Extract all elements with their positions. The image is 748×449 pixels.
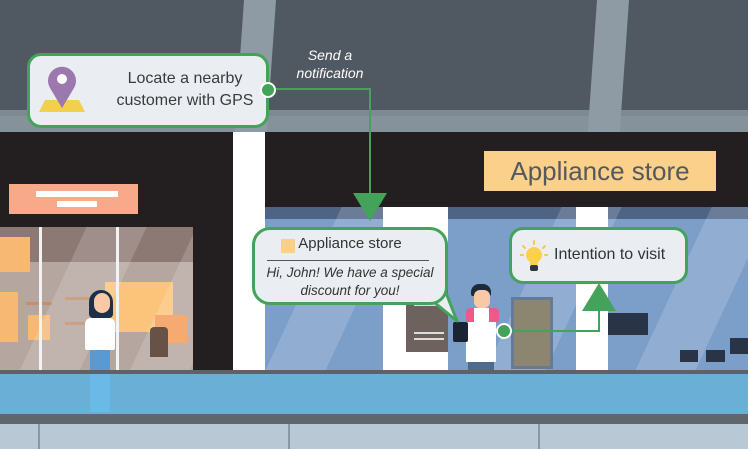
intention-text: Intention to visit: [554, 246, 666, 263]
woman-shirt: [85, 318, 115, 350]
railing-bottom: [0, 414, 748, 424]
connector-line: [369, 88, 371, 196]
locate-line2: customer with GPS: [116, 92, 254, 109]
notification-body: Hi, John! We have a special discount for…: [255, 264, 445, 300]
intention-callout: Intention to visit: [509, 227, 688, 284]
locate-line1: Locate a nearby: [127, 70, 243, 87]
man-sleeve: [466, 308, 474, 322]
railing-top: [0, 370, 748, 374]
boutique-sign-line: [57, 201, 97, 207]
boutique-display: [0, 237, 30, 272]
connector-dot: [260, 82, 276, 98]
send-label-line1: Send a: [307, 47, 353, 63]
poster-line: [414, 338, 444, 340]
mannequin: [150, 327, 168, 357]
floor: [0, 424, 748, 449]
connector-line: [268, 88, 371, 90]
fridge: [511, 297, 553, 369]
shelf: [65, 297, 105, 300]
notification-body-line1: Hi, John! We have a special: [266, 265, 434, 280]
floor-tile-line: [538, 424, 540, 449]
floor-tile-line: [288, 424, 290, 449]
boutique-upper: [0, 227, 193, 262]
connector-line: [502, 330, 600, 332]
appliance-store-sign: Appliance store: [484, 151, 716, 191]
poster-line: [414, 304, 442, 306]
map-pin-icon: [39, 66, 85, 112]
notification-title: Appliance store: [298, 235, 402, 252]
glass-divider: [39, 227, 42, 372]
arrow-up-icon: [582, 283, 616, 311]
boutique-display: [0, 292, 18, 342]
arrow-down-icon: [353, 193, 387, 221]
man-jeans: [468, 362, 494, 372]
tv-screen: [608, 313, 648, 335]
send-label-line2: notification: [296, 65, 364, 81]
notification-body-line2: discount for you!: [300, 283, 400, 298]
connector-dot: [496, 323, 512, 339]
send-notification-label: Send a notification: [280, 46, 380, 82]
man-sleeve: [489, 308, 499, 322]
divider: [267, 260, 429, 261]
floor-tile-line: [38, 424, 40, 449]
glass-divider: [116, 227, 119, 372]
lightbulb-icon: [520, 240, 548, 271]
boutique-sign: [9, 184, 138, 214]
boutique-sign-line: [36, 191, 118, 197]
store-color-icon: [281, 239, 295, 253]
locate-customer-text: Locate a nearby customer with GPS: [110, 68, 260, 112]
man-face: [474, 290, 490, 308]
connector-line: [598, 306, 600, 332]
notification-bubble: Appliance store Hi, John! We have a spec…: [252, 227, 448, 305]
tablet-icon: [453, 322, 468, 342]
tv-screen: [706, 350, 725, 362]
poster-line: [414, 332, 444, 334]
railing-glass: [0, 374, 748, 416]
tv-screen: [730, 338, 748, 354]
tv-screen: [680, 350, 698, 362]
locate-customer-callout: Locate a nearby customer with GPS: [27, 53, 269, 128]
woman-face: [94, 293, 110, 313]
